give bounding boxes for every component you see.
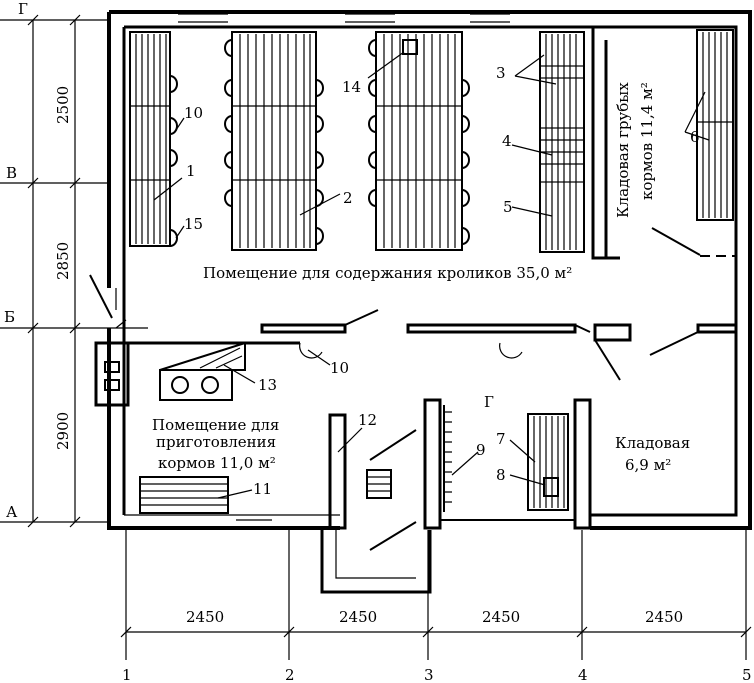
dim-2450-2: 2450	[339, 608, 377, 626]
room-label-pantry-1: Кладовая	[615, 434, 690, 452]
callout-4: 4	[502, 132, 512, 150]
callout-14: 14	[342, 78, 361, 96]
room-label-pantry-2: 6,9 м²	[625, 456, 671, 474]
callout-7: 7	[496, 430, 506, 448]
axis-label-2: 2	[285, 666, 295, 683]
callout-2: 2	[343, 189, 353, 207]
callout-12: 12	[358, 411, 377, 429]
callout-5: 5	[503, 198, 513, 216]
vertical-dimensions: Г В Б А 2500 2850 2900	[0, 0, 148, 528]
outer-walls	[107, 10, 752, 594]
dim-2450-3: 2450	[482, 608, 520, 626]
axis-label-G: Г	[18, 0, 28, 18]
room-label-feed-prep-2: приготовления	[156, 433, 276, 451]
callout-1: 1	[186, 162, 196, 180]
dim-2450-4: 2450	[645, 608, 683, 626]
callout-9: 9	[476, 441, 486, 459]
horizontal-dimensions: 2450 2450 2450 2450 1 2 3 4 5	[120, 530, 752, 683]
callout-10a: 10	[184, 104, 203, 122]
room-label-feed-prep-3: кормов 11,0 м²	[158, 454, 276, 472]
callout-15: 15	[184, 215, 203, 233]
room-label-corridor: Г	[484, 393, 494, 411]
callout-8: 8	[496, 466, 506, 484]
room-labels: Помещение для содержания кроликов 35,0 м…	[152, 82, 690, 474]
axis-label-1: 1	[122, 666, 132, 683]
room-label-main: Помещение для содержания кроликов 35,0 м…	[203, 264, 572, 282]
room-label-feed-prep-1: Помещение для	[152, 416, 279, 434]
equipment	[89, 274, 569, 514]
axis-label-V: В	[6, 164, 17, 182]
callouts: 1 2 3 4 5 6 7 8 9 10 10 11 12 13 14 15	[153, 51, 710, 499]
callout-6: 6	[690, 128, 700, 146]
axis-label-3: 3	[424, 666, 434, 683]
callout-10b: 10	[330, 359, 349, 377]
dim-2450-1: 2450	[186, 608, 224, 626]
axis-label-5: 5	[742, 666, 752, 683]
axis-label-A: А	[6, 503, 18, 521]
axis-label-4: 4	[578, 666, 588, 683]
room-label-rough-feed-1: Кладовая грубых	[614, 82, 632, 218]
dim-2500: 2500	[54, 86, 72, 124]
axis-label-B: Б	[4, 308, 15, 326]
dim-2850: 2850	[54, 242, 72, 280]
room-label-rough-feed-2: кормов 11,4 м²	[638, 82, 656, 200]
callout-13: 13	[258, 376, 277, 394]
interior-walls	[124, 27, 738, 551]
dim-2900: 2900	[54, 412, 72, 450]
callout-3: 3	[496, 64, 506, 82]
cage-rows	[129, 29, 734, 253]
callout-11: 11	[253, 480, 272, 498]
